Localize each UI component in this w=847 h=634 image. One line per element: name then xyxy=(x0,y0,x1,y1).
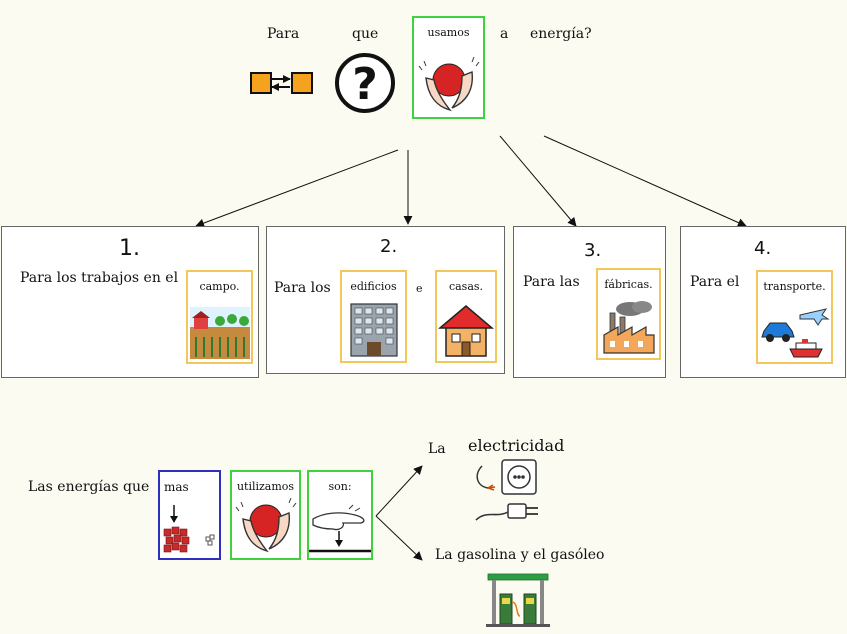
electricity-article: La xyxy=(428,441,446,457)
building-icon xyxy=(349,303,398,357)
electricity-icon xyxy=(475,459,538,521)
house-icon xyxy=(438,305,494,357)
mas-card: mas xyxy=(158,470,221,560)
box-2-text: Para los xyxy=(274,280,331,296)
linked-squares-icon xyxy=(250,72,313,94)
question-mark-icon: ? xyxy=(335,53,395,113)
transport-icon xyxy=(760,308,830,358)
fuel-text: La gasolina y el gasóleo xyxy=(435,547,605,563)
arrow-to-box-4 xyxy=(543,135,747,227)
casas-card: casas. xyxy=(435,270,497,363)
utilizamos-card: utilizamos xyxy=(230,470,301,560)
box-1-text: Para los trabajos en el xyxy=(20,270,179,286)
box-4-text: Para el xyxy=(690,274,740,290)
box-4-number: 4. xyxy=(754,238,772,259)
transporte-card-label: transporte. xyxy=(763,280,826,293)
arrow-to-box-1 xyxy=(195,149,399,228)
usamos-card-label: usamos xyxy=(427,26,470,39)
question-word-a: a xyxy=(500,26,509,42)
edificios-card: edificios xyxy=(340,270,407,363)
hands-using-icon-2 xyxy=(235,497,296,553)
question-word-para: Para xyxy=(267,26,300,42)
svg-text:?: ? xyxy=(352,59,378,110)
fuel-station-icon xyxy=(486,573,550,627)
box-3-number: 3. xyxy=(584,240,602,261)
question-word-energia: energía? xyxy=(530,26,592,42)
campo-card: campo. xyxy=(186,270,253,364)
transporte-card: transporte. xyxy=(756,270,833,364)
casas-card-label: casas. xyxy=(448,280,484,293)
fabricas-card-label: fábricas. xyxy=(604,278,653,291)
hands-using-icon xyxy=(418,56,479,112)
mas-card-label: mas xyxy=(164,480,189,494)
farm-field-icon xyxy=(189,307,250,359)
usamos-card: usamos xyxy=(412,16,485,119)
bottom-lead-text: Las energías que xyxy=(28,479,150,495)
utilizamos-card-label: utilizamos xyxy=(236,480,295,493)
box-3-text: Para las xyxy=(523,274,580,290)
edificios-card-label: edificios xyxy=(350,280,397,293)
box-2-number: 2. xyxy=(380,236,398,257)
campo-card-label: campo. xyxy=(199,280,240,293)
box-1-number: 1. xyxy=(119,236,140,261)
arrow-to-electricity xyxy=(375,465,423,517)
electricity-word: electricidad xyxy=(468,436,565,455)
factory-icon xyxy=(602,301,655,354)
hand-pointing-down-icon xyxy=(309,504,371,553)
question-word-que: que xyxy=(352,26,379,42)
arrow-to-box-3 xyxy=(499,135,577,227)
more-blocks-icon xyxy=(163,505,215,553)
arrow-to-fuel xyxy=(375,515,423,561)
son-card-label: son: xyxy=(328,480,352,493)
fabricas-card: fábricas. xyxy=(596,268,661,360)
son-card: son: xyxy=(307,470,373,560)
box-2-conjunction: e xyxy=(416,282,423,295)
